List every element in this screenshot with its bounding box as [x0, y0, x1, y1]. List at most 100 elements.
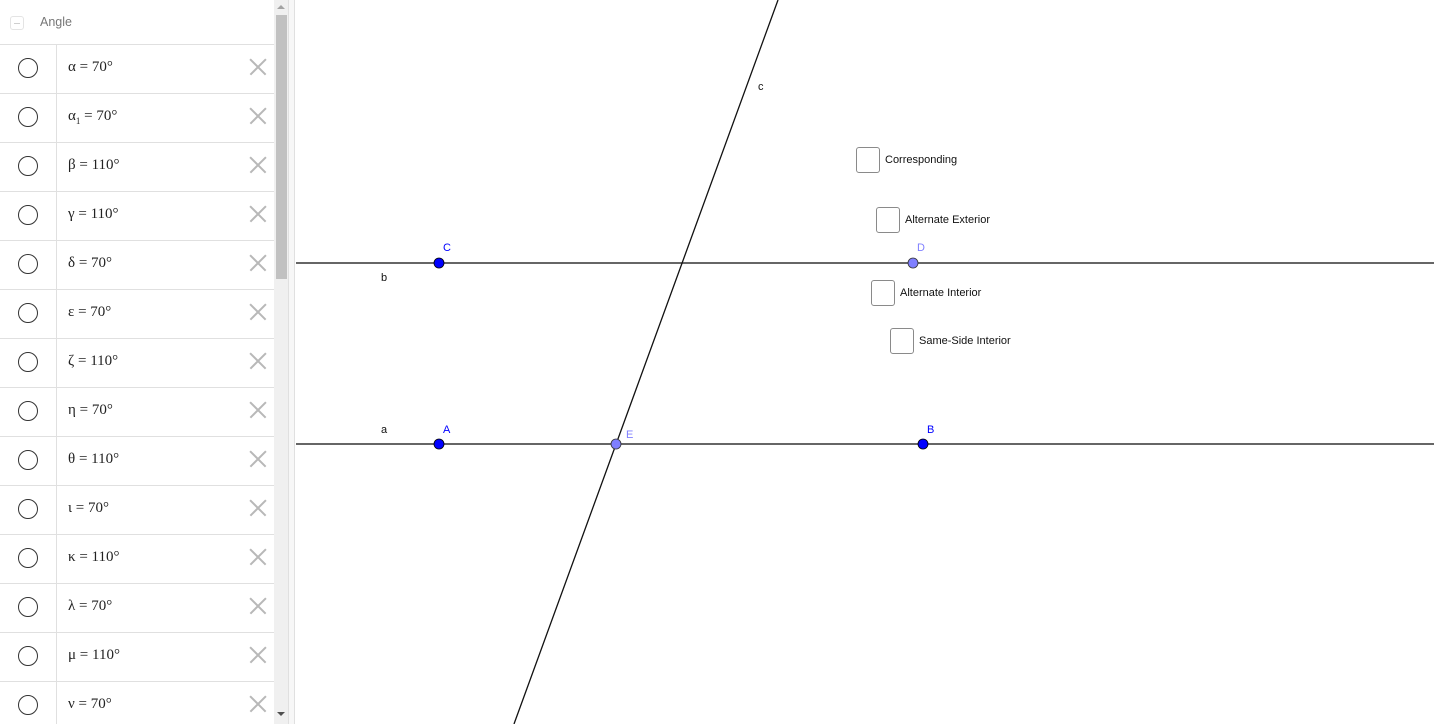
checkbox-label[interactable]: Alternate Exterior: [905, 214, 990, 226]
point-a[interactable]: [433, 438, 445, 450]
delete-icon[interactable]: [248, 400, 268, 420]
checkbox-alternate-interior[interactable]: Alternate Interior: [871, 279, 981, 307]
formula-text[interactable]: θ = 110°: [68, 451, 120, 467]
point-e[interactable]: [610, 438, 622, 450]
formula-text[interactable]: ε = 70°: [68, 304, 112, 320]
visibility-toggle[interactable]: [0, 535, 57, 583]
visibility-toggle[interactable]: [0, 241, 57, 289]
formula-text[interactable]: μ = 110°: [68, 647, 120, 663]
delete-icon[interactable]: [248, 645, 268, 665]
point-c[interactable]: [433, 257, 445, 269]
delete-icon[interactable]: [248, 106, 268, 126]
formula-text[interactable]: δ = 70°: [68, 255, 113, 271]
visibility-marble-icon[interactable]: [18, 352, 38, 372]
algebra-row-gamma[interactable]: γ = 110°: [0, 192, 274, 241]
algebra-scrollbar[interactable]: [274, 0, 288, 724]
visibility-marble-icon[interactable]: [18, 156, 38, 176]
formula-text[interactable]: λ = 70°: [68, 598, 113, 614]
visibility-toggle[interactable]: [0, 388, 57, 436]
collapse-group-button[interactable]: [10, 16, 24, 30]
checkbox-corresponding[interactable]: Corresponding: [856, 146, 957, 174]
formula-text[interactable]: α = 70°: [68, 59, 113, 75]
visibility-marble-icon[interactable]: [18, 254, 38, 274]
algebra-row-iota[interactable]: ι = 70°: [0, 486, 274, 535]
delete-icon[interactable]: [248, 302, 268, 322]
visibility-marble-icon[interactable]: [18, 303, 38, 323]
geometry-canvas[interactable]: [296, 0, 1434, 724]
checkbox-box[interactable]: [890, 328, 914, 354]
formula-text[interactable]: γ = 110°: [68, 206, 119, 222]
scroll-up-arrow-icon[interactable]: [277, 5, 285, 9]
formula-text[interactable]: η = 70°: [68, 402, 113, 418]
delete-icon[interactable]: [248, 498, 268, 518]
visibility-marble-icon[interactable]: [18, 107, 38, 127]
delete-icon[interactable]: [248, 351, 268, 371]
visibility-toggle[interactable]: [0, 143, 57, 191]
visibility-marble-icon[interactable]: [18, 205, 38, 225]
visibility-toggle[interactable]: [0, 290, 57, 338]
formula-text[interactable]: ν = 70°: [68, 696, 112, 712]
visibility-marble-icon[interactable]: [18, 646, 38, 666]
point-d[interactable]: [907, 257, 919, 269]
visibility-marble-icon[interactable]: [18, 548, 38, 568]
algebra-row-mu[interactable]: μ = 110°: [0, 633, 274, 682]
checkbox-box[interactable]: [876, 207, 900, 233]
visibility-toggle[interactable]: [0, 45, 57, 93]
checkbox-label[interactable]: Alternate Interior: [900, 287, 982, 299]
algebra-row-kappa[interactable]: κ = 110°: [0, 535, 274, 584]
algebra-row-eta[interactable]: η = 70°: [0, 388, 274, 437]
visibility-toggle[interactable]: [0, 633, 57, 681]
algebra-row-theta[interactable]: θ = 110°: [0, 437, 274, 486]
point-label-b: B: [927, 424, 935, 436]
algebra-row-beta[interactable]: β = 110°: [0, 143, 274, 192]
delete-icon[interactable]: [248, 204, 268, 224]
visibility-toggle[interactable]: [0, 486, 57, 534]
visibility-toggle[interactable]: [0, 192, 57, 240]
delete-icon[interactable]: [248, 596, 268, 616]
formula-text[interactable]: ι = 70°: [68, 500, 110, 516]
delete-icon[interactable]: [248, 547, 268, 567]
formula-text[interactable]: α1 = 70°: [68, 108, 118, 126]
visibility-marble-icon[interactable]: [18, 58, 38, 78]
group-header-angle: Angle: [0, 0, 274, 45]
visibility-marble-icon[interactable]: [18, 695, 38, 715]
formula-text[interactable]: β = 110°: [68, 157, 120, 173]
algebra-row-nu[interactable]: ν = 70°: [0, 682, 274, 724]
algebra-row-zeta[interactable]: ζ = 110°: [0, 339, 274, 388]
checkbox-alternate-exterior[interactable]: Alternate Exterior: [876, 206, 990, 234]
view-splitter[interactable]: [288, 0, 295, 724]
delete-icon[interactable]: [248, 694, 268, 714]
algebra-row-alpha1[interactable]: α1 = 70°: [0, 94, 274, 143]
algebra-row-alpha[interactable]: α = 70°: [0, 45, 274, 94]
line-c[interactable]: [513, 0, 779, 724]
visibility-toggle[interactable]: [0, 94, 57, 142]
point-label-e: E: [626, 429, 634, 441]
checkbox-label[interactable]: Corresponding: [885, 154, 958, 166]
formula-text[interactable]: ζ = 110°: [68, 353, 119, 369]
visibility-marble-icon[interactable]: [18, 401, 38, 421]
visibility-toggle[interactable]: [0, 437, 57, 485]
visibility-toggle[interactable]: [0, 584, 57, 632]
scroll-down-arrow-icon[interactable]: [277, 712, 285, 716]
algebra-row-epsilon[interactable]: ε = 70°: [0, 290, 274, 339]
checkbox-box[interactable]: [856, 147, 880, 173]
visibility-toggle[interactable]: [0, 339, 57, 387]
delete-icon[interactable]: [248, 449, 268, 469]
point-label-d: D: [917, 242, 925, 254]
visibility-marble-icon[interactable]: [18, 597, 38, 617]
checkbox-box[interactable]: [871, 280, 895, 306]
delete-icon[interactable]: [248, 155, 268, 175]
visibility-toggle[interactable]: [0, 682, 57, 724]
checkbox-label[interactable]: Same-Side Interior: [919, 335, 1011, 347]
scroll-thumb[interactable]: [276, 15, 287, 279]
graphics-view[interactable]: C D A B E b a c Corresponding Alternate …: [296, 0, 1434, 724]
visibility-marble-icon[interactable]: [18, 499, 38, 519]
visibility-marble-icon[interactable]: [18, 450, 38, 470]
delete-icon[interactable]: [248, 57, 268, 77]
algebra-row-lambda[interactable]: λ = 70°: [0, 584, 274, 633]
checkbox-same-side-interior[interactable]: Same-Side Interior: [890, 327, 1011, 355]
delete-icon[interactable]: [248, 253, 268, 273]
algebra-row-delta[interactable]: δ = 70°: [0, 241, 274, 290]
formula-text[interactable]: κ = 110°: [68, 549, 120, 565]
point-b[interactable]: [917, 438, 929, 450]
